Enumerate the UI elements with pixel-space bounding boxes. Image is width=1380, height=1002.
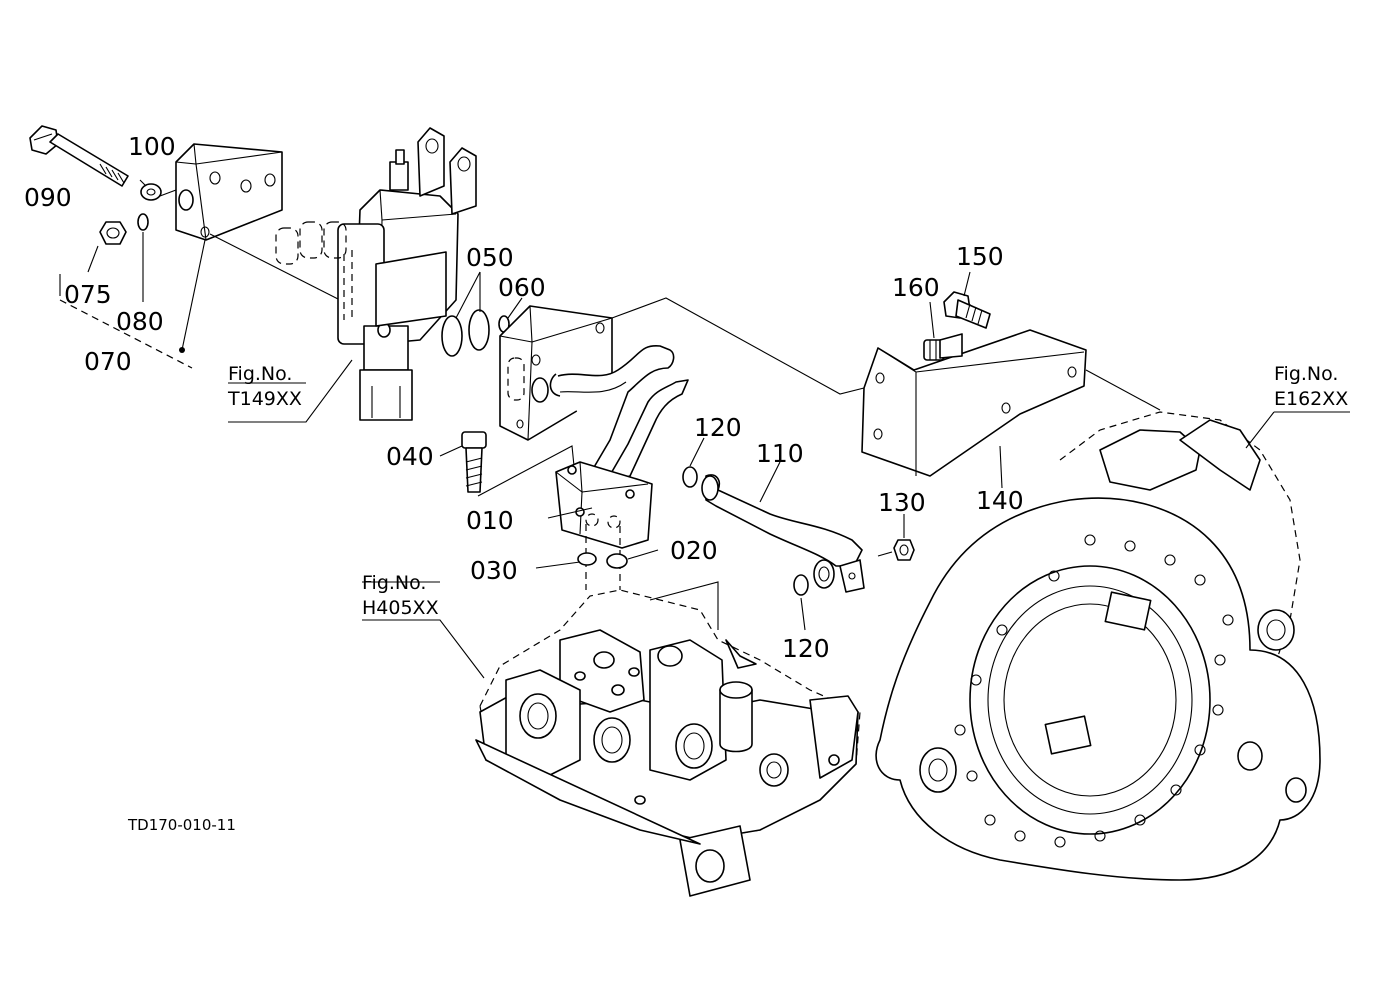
case-bolt-holes [954,534,1234,848]
fig-ref-t149-line2: T149XX [227,388,302,410]
label-100: 100 [128,132,176,161]
bolt-150 [943,291,991,329]
label-020: 020 [670,536,718,565]
bolt-090 [29,125,129,187]
label-010: 010 [466,506,514,535]
control-valve-assembly [337,127,477,421]
label-110: 110 [756,439,804,468]
oil-pipes [549,345,689,483]
leader-lines [59,179,1350,679]
label-120b: 120 [782,634,830,663]
label-075: 075 [64,280,112,309]
o-ring-020 [606,553,628,569]
fig-ref-t149-line1: Fig.No. [228,363,292,385]
transmission-case [875,411,1321,881]
label-060: 060 [498,273,546,302]
o-ring-120b [793,574,809,596]
washer-100 [140,183,162,201]
o-ring-050b [468,309,490,351]
label-040: 040 [386,442,434,471]
label-130: 130 [878,488,926,517]
fig-ref-h405-line1: Fig.No. [362,572,426,594]
o-ring-120a [682,466,698,488]
label-090: 090 [24,183,72,212]
o-ring-080 [137,213,149,231]
label-140: 140 [976,486,1024,515]
o-ring-050a [441,315,463,357]
o-ring-030 [577,552,597,566]
bracket-140 [861,329,1087,477]
label-160: 160 [892,273,940,302]
fitting-160 [923,333,963,361]
bolt-130 [877,539,915,561]
label-150: 150 [956,242,1004,271]
label-080: 080 [116,307,164,336]
bolt-040 [461,431,487,493]
fig-ref-h405-line2: H405XX [362,597,439,619]
diagram-code: TD170-010-11 [127,816,236,834]
label-120a: 120 [694,413,742,442]
fig-ref-e162-line1: Fig.No. [1274,363,1338,385]
pipe-110 [701,474,865,593]
cover-plate [175,143,283,241]
label-050: 050 [466,243,514,272]
plug-075 [99,221,127,245]
hydraulic-block [475,589,861,897]
fig-ref-e162-line2: E162XX [1274,388,1348,410]
valve-gaskets [275,221,347,265]
label-070: 070 [84,347,132,376]
label-030: 030 [470,556,518,585]
connector-block-010 [555,461,653,590]
